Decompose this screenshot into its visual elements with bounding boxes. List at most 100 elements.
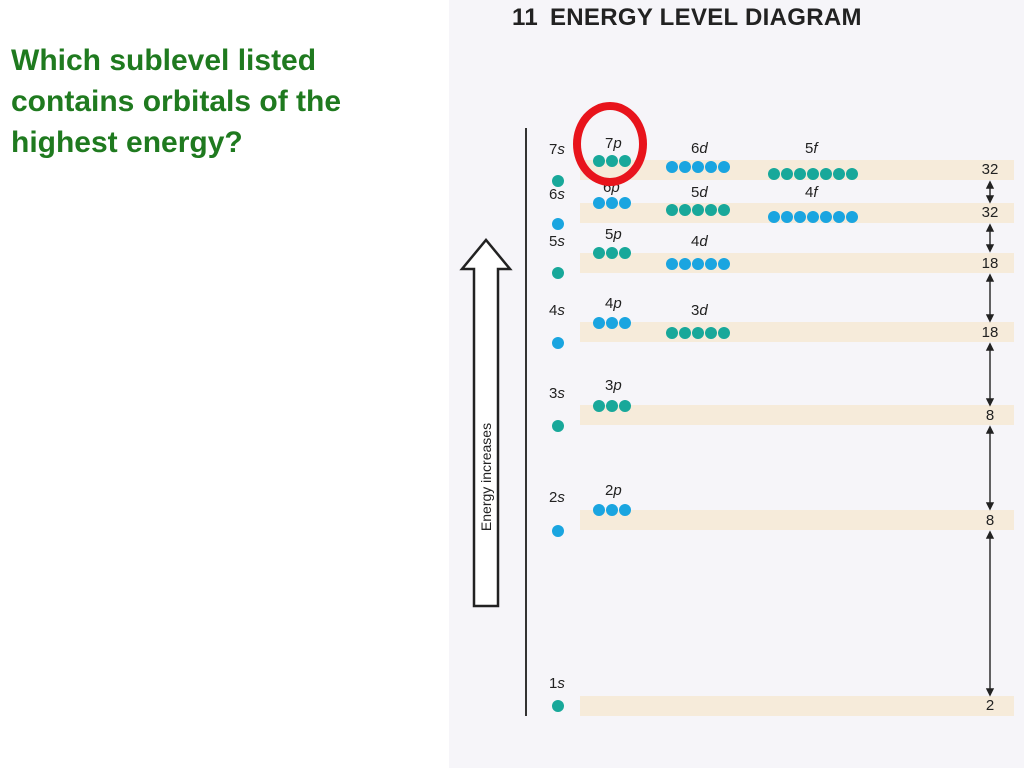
question-line: Which sublevel listed [11, 44, 317, 77]
sublevel-label-5s: 5s [549, 233, 565, 250]
sublevel-label-4f: 4f [805, 184, 818, 201]
energy-arrow-icon [459, 238, 513, 608]
capacity-arrows [985, 180, 995, 697]
sublevel-label-2s: 2s [549, 489, 565, 506]
period-band-3 [580, 405, 1014, 425]
orbital-dot [692, 204, 704, 216]
orbital-dot [807, 168, 819, 180]
orbital-dot [820, 168, 832, 180]
sublevel-label-1s: 1s [549, 675, 565, 692]
orbital-dot [718, 161, 730, 173]
orbital-dot [718, 258, 730, 270]
sublevel-label-6d: 6d [691, 140, 708, 157]
orbital-dot [606, 317, 618, 329]
vertical-axis-line [525, 128, 527, 716]
sublevel-label-6p: 6p [603, 179, 620, 196]
orbitals-1s [552, 700, 564, 712]
orbital-dot [846, 211, 858, 223]
sublevel-label-2p: 2p [605, 482, 622, 499]
orbital-dot [619, 504, 631, 516]
orbital-dot [666, 161, 678, 173]
capacity-period-7: 32 [981, 161, 999, 178]
diagram-panel [449, 0, 1024, 768]
orbitals-5f [768, 168, 858, 180]
orbitals-2s [552, 525, 564, 537]
capacity-period-3: 8 [985, 407, 995, 424]
orbital-dot [705, 161, 717, 173]
orbitals-5s [552, 267, 564, 279]
sublevel-label-3s: 3s [549, 385, 565, 402]
orbital-dot [768, 211, 780, 223]
orbital-dot [679, 204, 691, 216]
question-text: Which sublevel listed contains orbitals … [11, 40, 431, 163]
sublevel-label-5p: 5p [605, 226, 622, 243]
question-line: contains orbitals of the [11, 85, 342, 118]
orbital-dot [768, 168, 780, 180]
energy-axis-label: Energy increases [478, 422, 494, 532]
orbitals-5d [666, 204, 730, 216]
orbital-dot [552, 218, 564, 230]
capacity-period-4: 18 [981, 324, 999, 341]
orbitals-4d [666, 258, 730, 270]
sublevel-label-5d: 5d [691, 184, 708, 201]
orbital-dot [552, 267, 564, 279]
orbital-dot [593, 400, 605, 412]
orbital-dot [794, 168, 806, 180]
orbital-dot [679, 327, 691, 339]
orbital-dot [606, 504, 618, 516]
orbital-dot [619, 400, 631, 412]
orbital-dot [705, 204, 717, 216]
period-band-1 [580, 696, 1014, 716]
orbital-dot [666, 327, 678, 339]
orbital-dot [593, 247, 605, 259]
orbitals-3d [666, 327, 730, 339]
orbital-dot [552, 700, 564, 712]
sublevel-label-6s: 6s [549, 186, 565, 203]
diagram-title-text: ENERGY LEVEL DIAGRAM [549, 4, 862, 31]
diagram-number: 11 [512, 4, 538, 31]
period-band-2 [580, 510, 1014, 530]
orbitals-4f [768, 211, 858, 223]
sublevel-label-4p: 4p [605, 295, 622, 312]
orbitals-6s [552, 218, 564, 230]
orbitals-5p [593, 247, 631, 259]
orbital-dot [718, 327, 730, 339]
orbital-dot [692, 327, 704, 339]
orbital-dot [552, 175, 564, 187]
sublevel-label-3p: 3p [605, 377, 622, 394]
orbital-dot [593, 197, 605, 209]
orbitals-6p [593, 197, 631, 209]
orbital-dot [593, 504, 605, 516]
orbital-dot [593, 317, 605, 329]
diagram-title: 11 ENERGY LEVEL DIAGRAM [512, 4, 862, 32]
orbital-dot [666, 258, 678, 270]
orbital-dot [619, 317, 631, 329]
orbital-dot [552, 525, 564, 537]
orbital-dot [552, 337, 564, 349]
orbital-dot [606, 400, 618, 412]
orbitals-4s [552, 337, 564, 349]
capacity-period-5: 18 [981, 255, 999, 272]
orbitals-6d [666, 161, 730, 173]
orbital-dot [679, 258, 691, 270]
orbital-dot [692, 161, 704, 173]
orbitals-3s [552, 420, 564, 432]
orbital-dot [606, 247, 618, 259]
orbital-dot [781, 168, 793, 180]
capacity-period-6: 32 [981, 204, 999, 221]
orbital-dot [619, 197, 631, 209]
orbitals-3p [593, 400, 631, 412]
orbital-dot [846, 168, 858, 180]
orbital-dot [666, 204, 678, 216]
orbital-dot [820, 211, 832, 223]
orbital-dot [619, 247, 631, 259]
orbital-dot [679, 161, 691, 173]
orbital-dot [781, 211, 793, 223]
sublevel-label-4d: 4d [691, 233, 708, 250]
orbital-dot [692, 258, 704, 270]
orbital-dot [833, 211, 845, 223]
orbital-dot [552, 420, 564, 432]
orbital-dot [794, 211, 806, 223]
sublevel-label-3d: 3d [691, 302, 708, 319]
